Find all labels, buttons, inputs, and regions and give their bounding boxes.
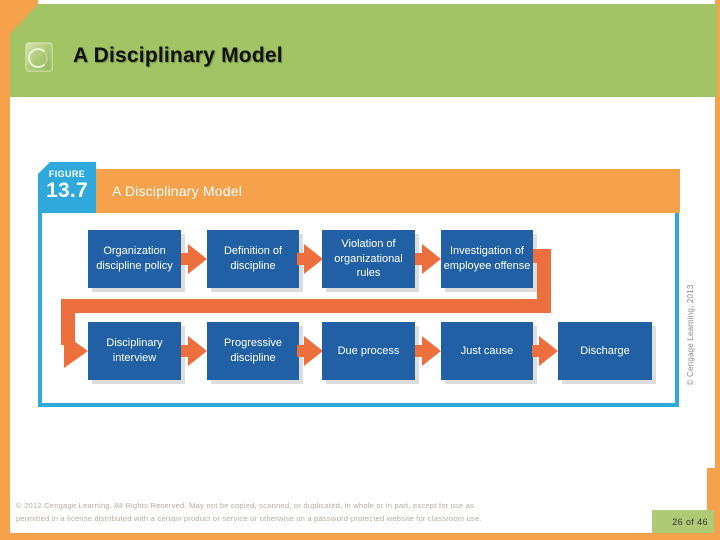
flow-box-just-cause: Just cause [441, 322, 533, 380]
bottom-accent-bar [0, 533, 720, 540]
slide-header: A Disciplinary Model [10, 4, 717, 97]
flow-box-definition-of-discipline: Definition of discipline [207, 230, 299, 288]
ring-icon [25, 42, 53, 72]
arrow-right-icon [415, 336, 441, 366]
figure-caption: A Disciplinary Model [112, 183, 243, 199]
flow-box-due-process: Due process [322, 322, 415, 380]
vertical-source-credit: © Cengage Learning, 2013 [686, 284, 695, 386]
copyright-line-1: © 2012 Cengage Learning. All Rights Rese… [16, 501, 475, 510]
arrow-right-icon [532, 336, 558, 366]
figure-label-tab: FIGURE 13.7 [38, 162, 96, 216]
figure-number: 13.7 [46, 179, 88, 202]
arrow-right-icon [415, 244, 441, 274]
flow-box-investigation-of-employee-offense: Investigation of employee offense [441, 230, 533, 288]
flow-box-discharge: Discharge [558, 322, 652, 380]
arrow-right-icon [297, 244, 323, 274]
slide-title: A Disciplinary Model [73, 44, 283, 67]
arrow-right-icon [297, 336, 323, 366]
connector-vertical-right [537, 249, 551, 313]
arrow-right-icon [181, 244, 207, 274]
flow-box-violation-of-organizational-rules: Violation of organizational rules [322, 230, 415, 288]
figure-kicker: FIGURE [48, 169, 86, 179]
left-accent-bar [0, 0, 10, 540]
connector-arrowhead-icon [64, 334, 88, 368]
figure-caption-banner: A Disciplinary Model [96, 169, 680, 213]
connector-vertical-left [61, 299, 75, 345]
arrow-right-icon [181, 336, 207, 366]
copyright-line-2: permitted in a license distributed with … [16, 514, 482, 523]
page-indicator: 26 of 46 [652, 510, 714, 533]
flow-box-progressive-discipline: Progressive discipline [207, 322, 299, 380]
right-accent-bar [715, 0, 720, 540]
flow-box-organization-discipline-policy: Organization discipline policy [88, 230, 181, 288]
flow-box-disciplinary-interview: Disciplinary interview [88, 322, 181, 380]
connector-horizontal [61, 299, 551, 313]
